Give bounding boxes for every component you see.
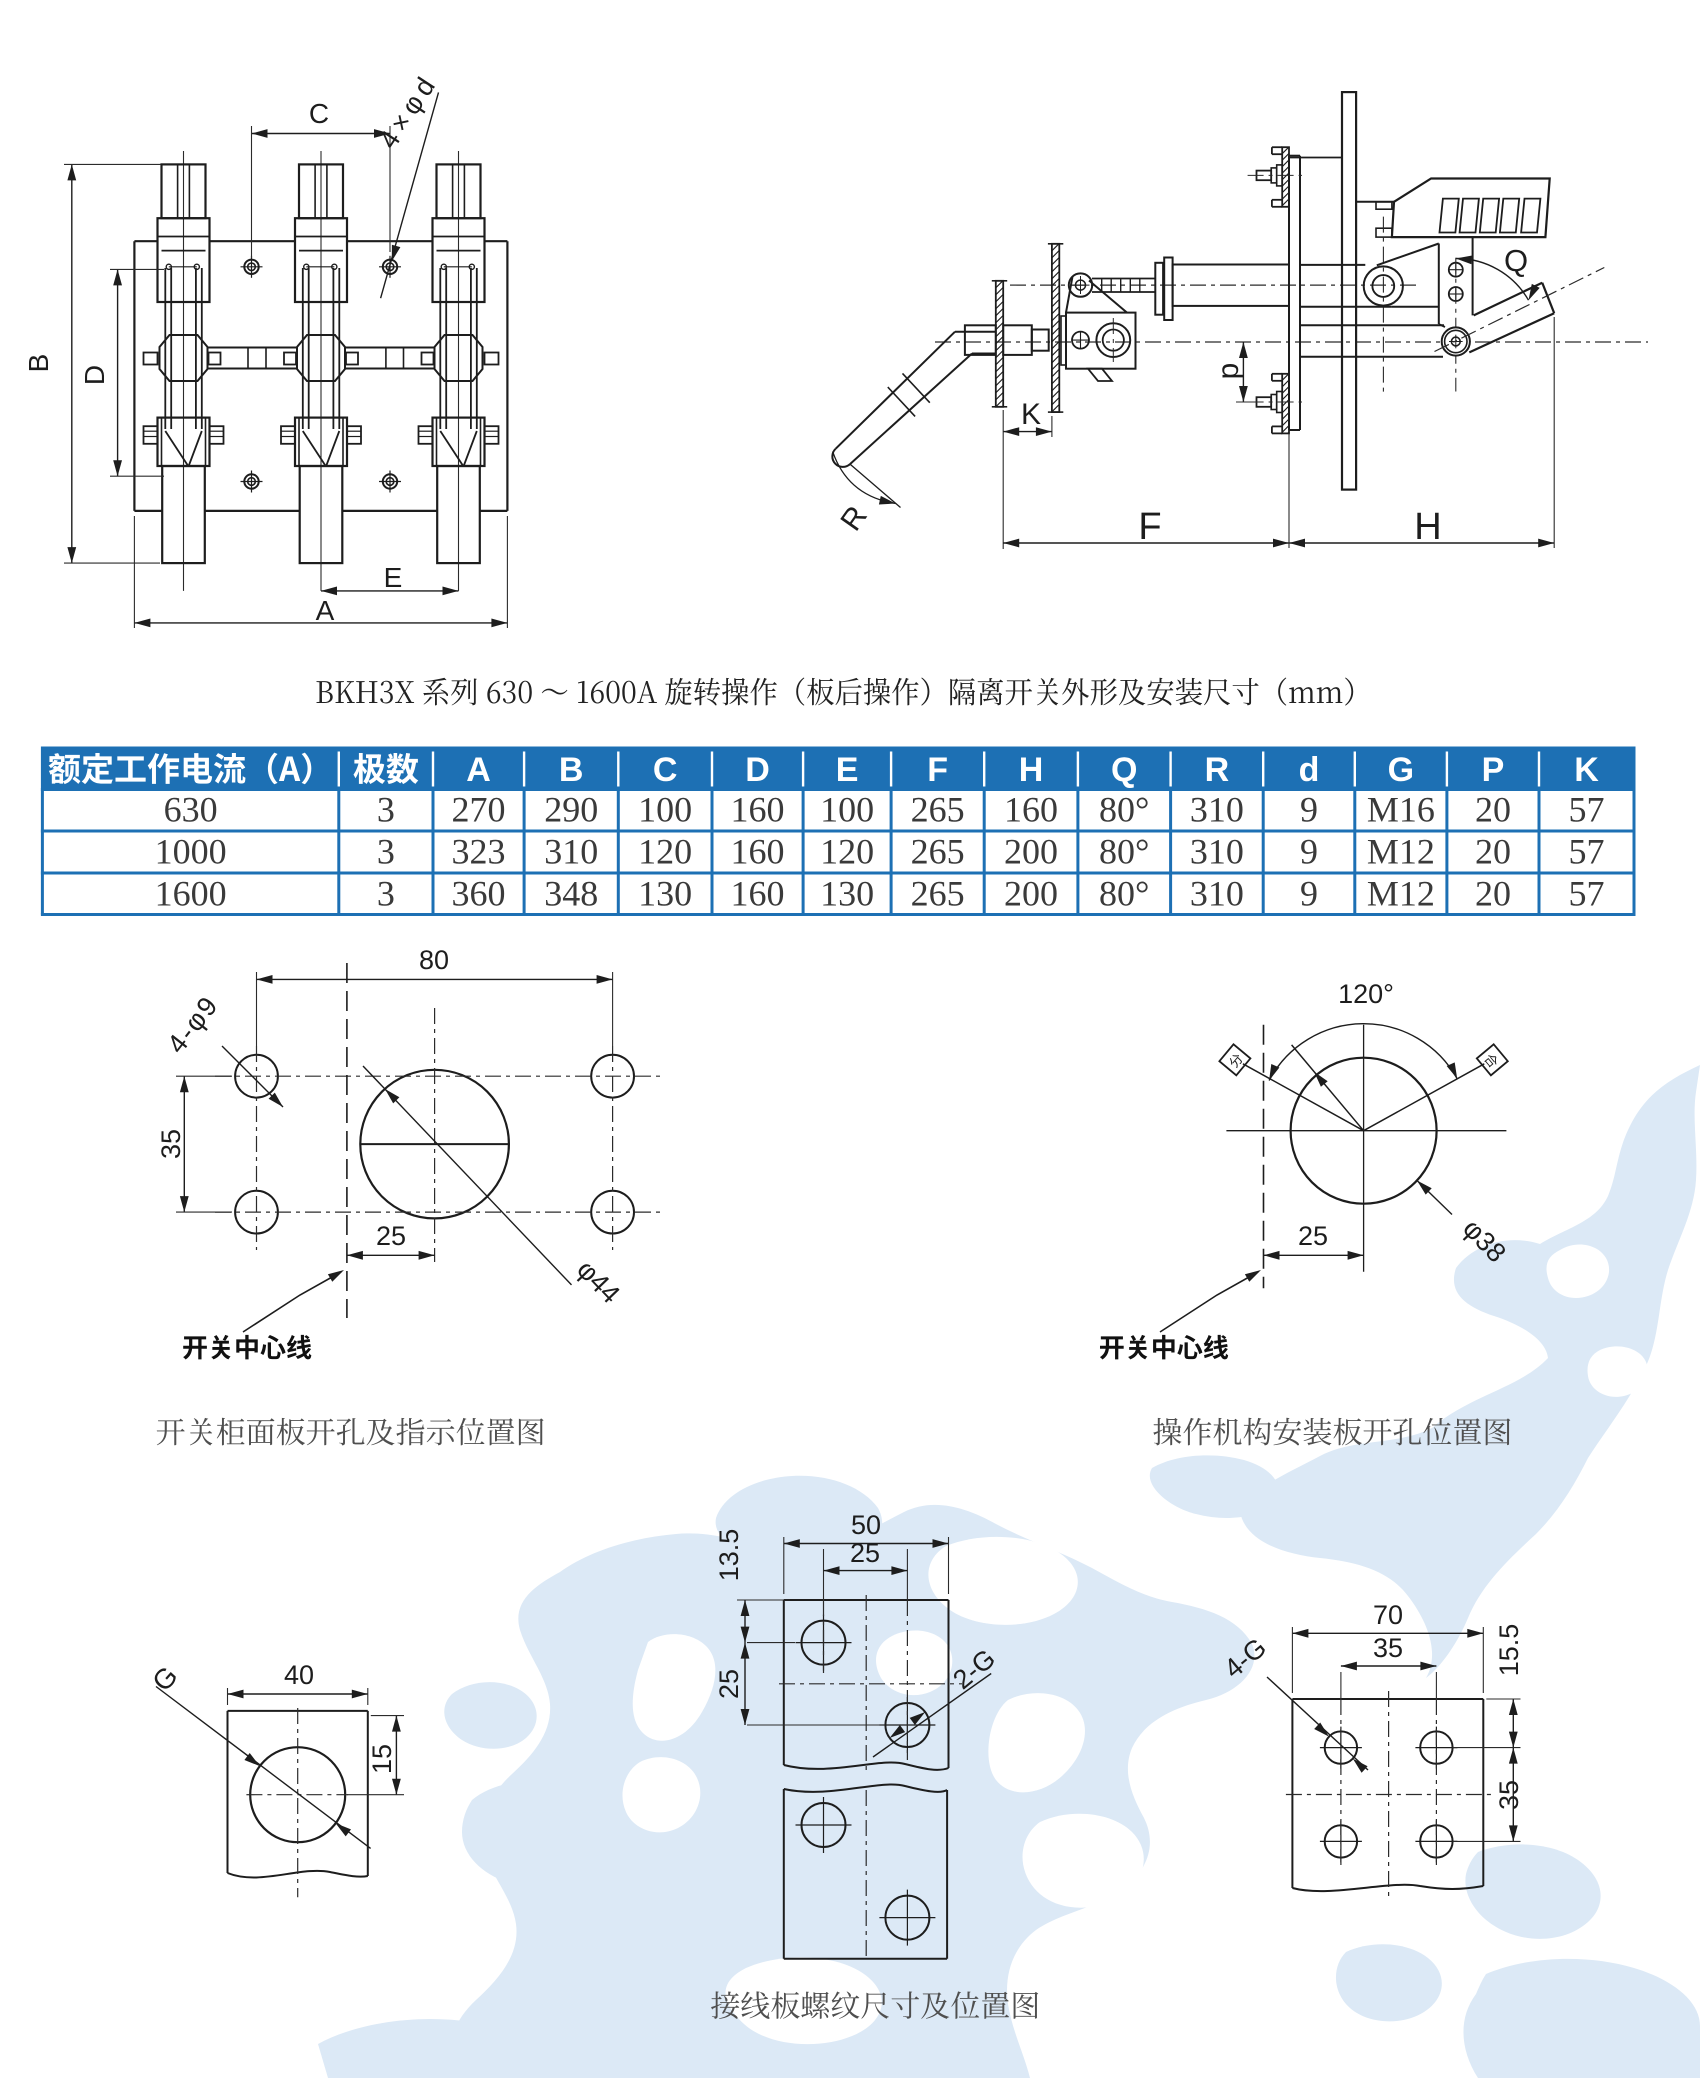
svg-text:p: p: [1212, 363, 1245, 380]
svg-text:15.5: 15.5: [1494, 1624, 1524, 1677]
svg-text:1600: 1600: [155, 874, 227, 914]
svg-text:3: 3: [377, 790, 395, 830]
svg-text:B: B: [23, 354, 54, 373]
svg-text:310: 310: [1190, 874, 1244, 914]
svg-text:80°: 80°: [1099, 790, 1149, 830]
svg-text:348: 348: [544, 874, 598, 914]
svg-text:265: 265: [911, 832, 965, 872]
svg-text:120: 120: [820, 832, 874, 872]
svg-text:9: 9: [1300, 790, 1318, 830]
svg-text:Q: Q: [1111, 751, 1137, 789]
svg-text:130: 130: [638, 874, 692, 914]
svg-text:270: 270: [452, 790, 506, 830]
svg-text:F: F: [927, 751, 948, 789]
svg-text:C: C: [653, 751, 678, 789]
svg-text:M12: M12: [1367, 832, 1435, 872]
svg-text:57: 57: [1569, 874, 1605, 914]
svg-text:D: D: [745, 751, 770, 789]
svg-text:K: K: [1021, 398, 1041, 431]
svg-text:E: E: [384, 562, 403, 593]
svg-text:13.5: 13.5: [714, 1529, 744, 1582]
svg-text:100: 100: [638, 790, 692, 830]
svg-text:D: D: [79, 365, 110, 385]
svg-text:15: 15: [367, 1744, 397, 1774]
svg-text:130: 130: [820, 874, 874, 914]
svg-text:80°: 80°: [1099, 832, 1149, 872]
svg-text:M12: M12: [1367, 874, 1435, 914]
svg-text:265: 265: [911, 790, 965, 830]
svg-text:9: 9: [1300, 832, 1318, 872]
svg-text:35: 35: [1373, 1633, 1403, 1663]
svg-text:50: 50: [851, 1510, 881, 1540]
svg-text:Q: Q: [1504, 243, 1528, 278]
svg-text:35: 35: [1494, 1780, 1524, 1810]
svg-text:35: 35: [156, 1129, 186, 1159]
svg-text:P: P: [1482, 751, 1505, 789]
svg-text:20: 20: [1475, 874, 1511, 914]
svg-text:70: 70: [1373, 1600, 1403, 1630]
svg-text:25: 25: [714, 1669, 744, 1699]
svg-text:100: 100: [820, 790, 874, 830]
svg-text:25: 25: [376, 1221, 406, 1251]
svg-text:R: R: [1205, 751, 1230, 789]
svg-text:57: 57: [1569, 832, 1605, 872]
svg-text:B: B: [559, 751, 584, 789]
svg-text:630: 630: [164, 790, 218, 830]
svg-text:1000: 1000: [155, 832, 227, 872]
svg-text:G: G: [1388, 751, 1414, 789]
svg-text:57: 57: [1569, 790, 1605, 830]
svg-text:360: 360: [452, 874, 506, 914]
svg-text:H: H: [1019, 751, 1044, 789]
svg-text:d: d: [1299, 751, 1320, 789]
svg-text:C: C: [309, 98, 329, 129]
svg-text:310: 310: [544, 832, 598, 872]
svg-text:120: 120: [638, 832, 692, 872]
svg-text:20: 20: [1475, 790, 1511, 830]
svg-text:160: 160: [1004, 790, 1058, 830]
svg-text:E: E: [836, 751, 859, 789]
svg-text:H: H: [1414, 506, 1441, 548]
svg-text:25: 25: [1298, 1221, 1328, 1251]
svg-text:40: 40: [284, 1660, 314, 1690]
svg-text:120°: 120°: [1338, 979, 1394, 1009]
svg-text:160: 160: [731, 832, 785, 872]
svg-text:3: 3: [377, 832, 395, 872]
svg-text:A: A: [316, 595, 335, 626]
svg-text:80°: 80°: [1099, 874, 1149, 914]
svg-text:9: 9: [1300, 874, 1318, 914]
svg-text:160: 160: [731, 790, 785, 830]
svg-text:200: 200: [1004, 832, 1058, 872]
svg-text:323: 323: [452, 832, 506, 872]
svg-text:80: 80: [419, 945, 449, 975]
svg-text:25: 25: [850, 1538, 880, 1568]
svg-text:F: F: [1138, 506, 1161, 548]
svg-text:20: 20: [1475, 832, 1511, 872]
svg-text:K: K: [1574, 751, 1599, 789]
svg-text:310: 310: [1190, 790, 1244, 830]
svg-text:290: 290: [544, 790, 598, 830]
svg-text:3: 3: [377, 874, 395, 914]
svg-text:M16: M16: [1367, 790, 1435, 830]
svg-text:A: A: [466, 751, 491, 789]
svg-text:160: 160: [731, 874, 785, 914]
svg-text:265: 265: [911, 874, 965, 914]
svg-text:310: 310: [1190, 832, 1244, 872]
svg-text:200: 200: [1004, 874, 1058, 914]
